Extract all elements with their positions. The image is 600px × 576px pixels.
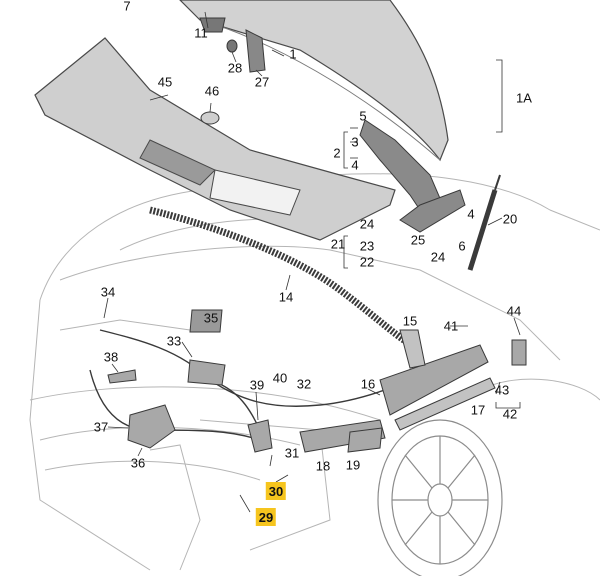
callout-42[interactable]: 42: [502, 406, 518, 422]
callout-41[interactable]: 41: [443, 318, 459, 334]
callout-15[interactable]: 15: [402, 313, 418, 329]
water-deflector-cowl: [34, 37, 396, 241]
callout-45[interactable]: 45: [157, 74, 173, 90]
callout-1a[interactable]: 1A: [516, 90, 532, 106]
callout-1[interactable]: 1: [289, 46, 297, 62]
callout-14[interactable]: 14: [278, 289, 294, 305]
callout-36[interactable]: 36: [130, 455, 146, 471]
callout-28[interactable]: 28: [227, 60, 243, 76]
callout-29[interactable]: 29: [255, 508, 277, 526]
callout-46[interactable]: 46: [204, 83, 220, 99]
callout-37[interactable]: 37: [93, 419, 109, 435]
callout-31[interactable]: 31: [284, 445, 300, 461]
callout-34[interactable]: 34: [100, 284, 116, 300]
callout-4[interactable]: 4: [351, 157, 359, 173]
callout-16[interactable]: 16: [360, 376, 376, 392]
callout-18[interactable]: 18: [315, 458, 331, 474]
cowl-grille: [139, 139, 216, 186]
callout-23[interactable]: 23: [359, 238, 375, 254]
callout-32[interactable]: 32: [296, 376, 312, 392]
callout-4b[interactable]: 4: [467, 206, 475, 222]
callout-30[interactable]: 30: [265, 482, 287, 500]
callout-19[interactable]: 19: [345, 457, 361, 473]
callout-6[interactable]: 6: [458, 238, 466, 254]
seal-strip-14: [149, 206, 422, 354]
lock-and-bracket-parts: [107, 17, 527, 453]
callout-22[interactable]: 22: [359, 254, 375, 270]
callout-17[interactable]: 17: [470, 402, 486, 418]
callout-44[interactable]: 44: [506, 303, 522, 319]
callout-35[interactable]: 35: [203, 310, 219, 326]
callout-24[interactable]: 24: [359, 216, 375, 232]
callout-38[interactable]: 38: [103, 349, 119, 365]
callout-21[interactable]: 21: [330, 236, 346, 252]
callout-7[interactable]: 7: [123, 0, 131, 14]
callout-3[interactable]: 3: [351, 134, 359, 150]
cowl-recess: [209, 169, 301, 216]
callout-20[interactable]: 20: [502, 211, 518, 227]
callout-33[interactable]: 33: [166, 333, 182, 349]
callout-11[interactable]: 11: [194, 25, 208, 41]
hood-inner-edge: [199, 19, 441, 161]
hinge-assembly: [359, 119, 466, 233]
wheel: [377, 419, 503, 576]
callout-40[interactable]: 40: [272, 370, 288, 386]
callout-24b[interactable]: 24: [430, 249, 446, 265]
gas-strut-20: [467, 174, 501, 271]
leader-lines: [103, 11, 521, 513]
callout-43[interactable]: 43: [494, 382, 510, 398]
callout-5[interactable]: 5: [359, 108, 367, 124]
callout-39[interactable]: 39: [249, 377, 265, 393]
callout-27[interactable]: 27: [254, 74, 270, 90]
callout-2[interactable]: 2: [333, 145, 341, 161]
callout-25[interactable]: 25: [410, 232, 426, 248]
